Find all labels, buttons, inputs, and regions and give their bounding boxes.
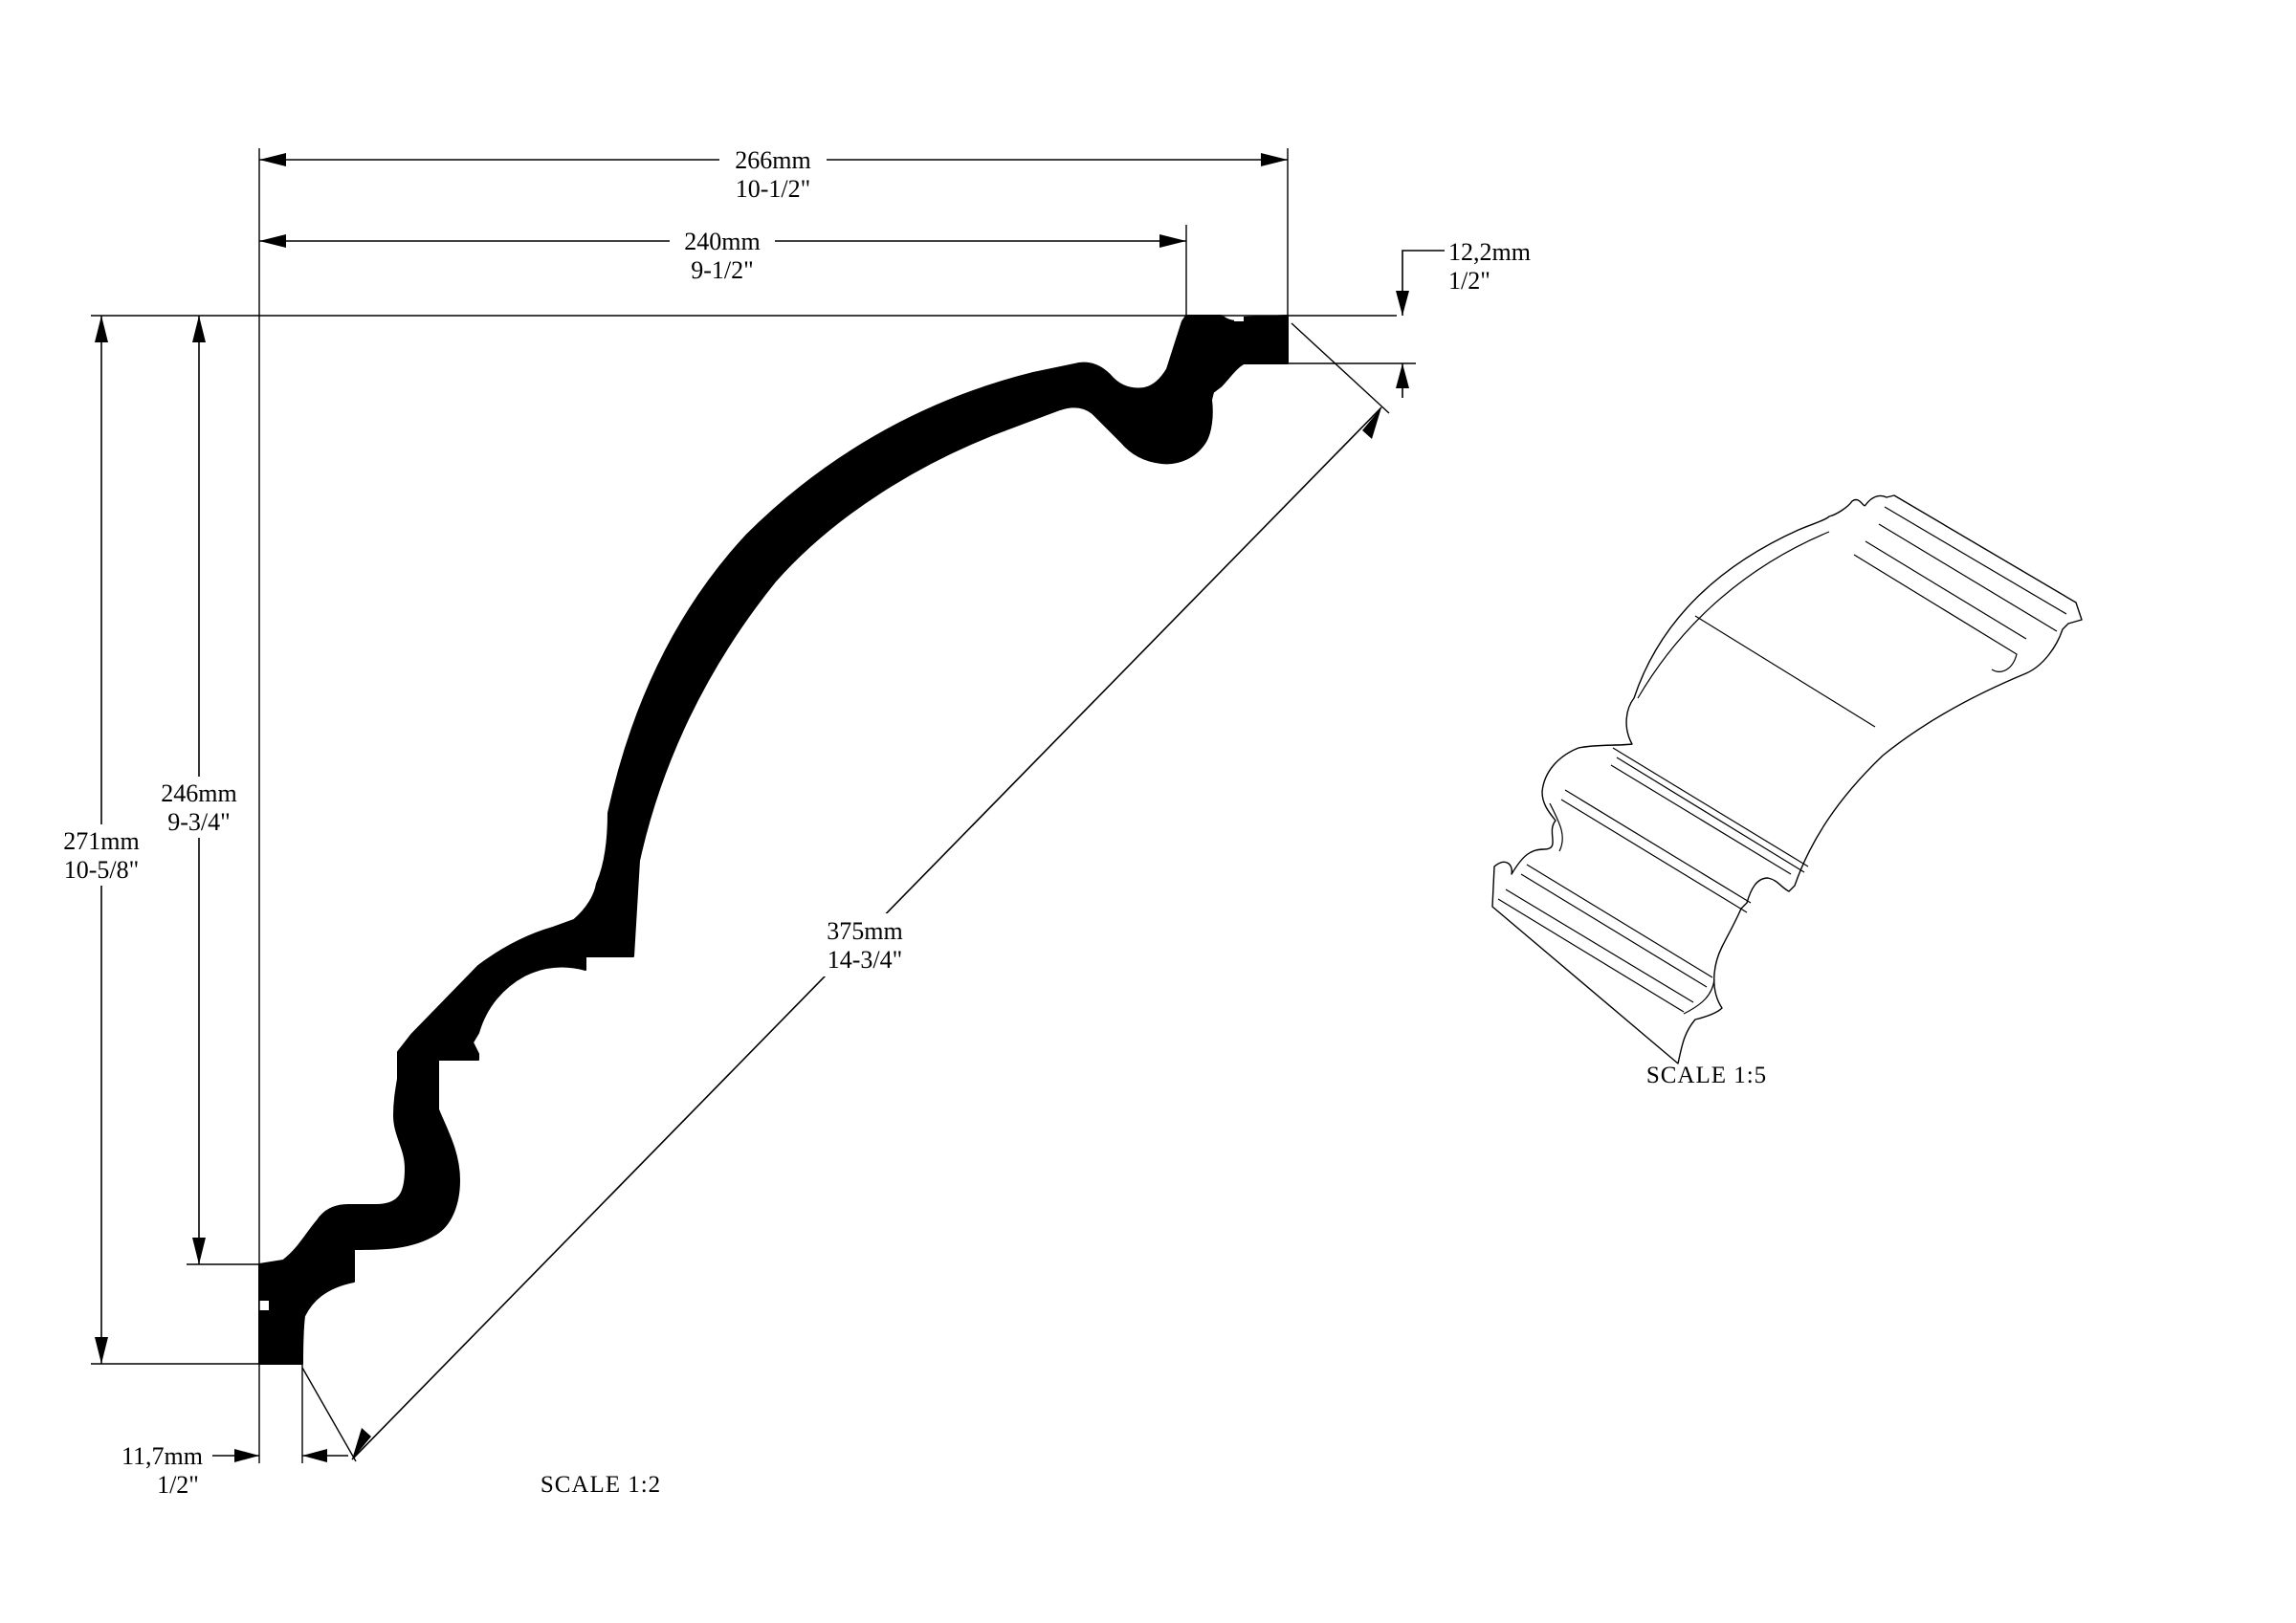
iso-band	[1878, 523, 2058, 632]
iso-band	[1497, 898, 1685, 1013]
arrow-up	[95, 316, 108, 342]
iso-band	[1884, 506, 2067, 615]
arrow-left	[259, 234, 286, 248]
iso-band	[1560, 799, 1748, 913]
arrow-up	[1396, 363, 1409, 388]
profile-notch-top	[1234, 312, 1244, 321]
bottom-edge-inch: 1/2"	[157, 1471, 199, 1499]
arrow-down	[192, 1238, 206, 1264]
iso-band	[1616, 757, 1805, 873]
arrow-right	[1159, 234, 1186, 248]
iso-cove-center	[1694, 615, 1876, 728]
top-edge-inch: 1/2"	[1448, 267, 1490, 295]
iso-scale-label: SCALE 1:5	[1646, 1063, 1767, 1088]
iso-roll	[1683, 978, 1715, 1015]
molding-profile	[258, 315, 1289, 1365]
arrow-diag-bottom	[352, 1428, 371, 1459]
profile-notch-bottom	[259, 1301, 269, 1310]
iso-cove-edge	[1637, 531, 1830, 699]
dim-top-edge-leader	[1402, 250, 1445, 316]
profile-scale-label: SCALE 1:2	[541, 1472, 661, 1498]
arrow-up	[192, 316, 206, 342]
arrow-right	[234, 1449, 259, 1462]
bottom-edge-mm: 11,7mm	[121, 1442, 203, 1470]
label-bg	[719, 143, 827, 176]
overall-width-inch: 10-1/2"	[736, 175, 811, 203]
overall-height-inch: 10-5/8"	[64, 856, 140, 884]
inner-width-inch: 9-1/2"	[691, 256, 754, 284]
inner-height-mm: 246mm	[161, 779, 236, 807]
iso-band	[1612, 747, 1809, 867]
ext-diag-bottom	[301, 1367, 357, 1462]
arrow-right	[1261, 153, 1288, 166]
iso-band	[1505, 888, 1694, 1003]
diagonal-mm: 375mm	[827, 917, 902, 945]
inner-height-inch: 9-3/4"	[167, 808, 231, 836]
arrow-down	[1396, 291, 1409, 316]
arrow-diag-top	[1362, 407, 1381, 439]
overall-height-mm: 271mm	[63, 827, 139, 855]
iso-band	[1853, 554, 2018, 672]
iso-band	[1564, 789, 1752, 904]
arrow-left	[302, 1449, 327, 1462]
ext-diag-top	[1291, 322, 1390, 414]
arrow-down	[95, 1337, 108, 1364]
top-edge-mm: 12,2mm	[1448, 238, 1531, 266]
iso-band	[1549, 802, 1563, 852]
arrow-left	[259, 153, 286, 166]
iso-band	[1526, 864, 1713, 978]
iso-band	[1520, 873, 1708, 988]
iso-band	[1610, 764, 1792, 875]
isometric-molding	[1491, 494, 2083, 1064]
iso-outline	[1491, 494, 2083, 1064]
diagonal-inch: 14-3/4"	[828, 946, 903, 974]
label-bg	[813, 913, 918, 976]
inner-width-mm: 240mm	[684, 228, 760, 255]
label-bg	[670, 225, 775, 257]
label-bg	[50, 824, 155, 886]
iso-band	[1865, 540, 2027, 640]
label-bg	[151, 777, 247, 838]
overall-width-mm: 266mm	[735, 146, 810, 174]
